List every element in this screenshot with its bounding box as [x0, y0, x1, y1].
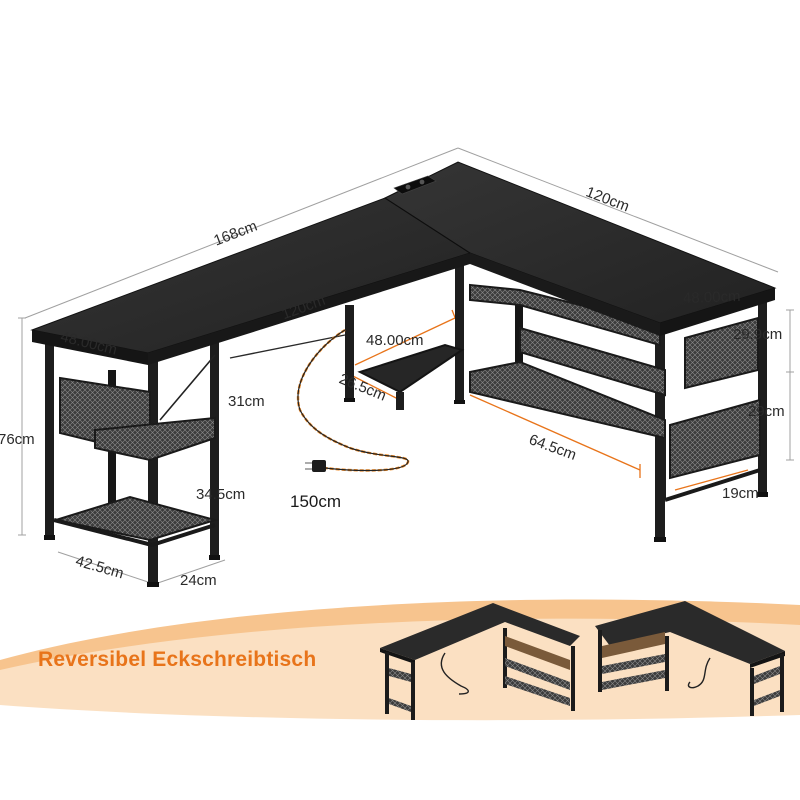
- desk-top: [30, 161, 777, 365]
- right-bottom-shelf: [469, 360, 666, 440]
- power-cable: [297, 328, 410, 472]
- dim-height: 76cm: [0, 431, 35, 448]
- right-upper-shelf: [469, 283, 661, 347]
- dim-left-gap-upper: 31cm: [228, 393, 265, 410]
- dim-cable-length: 150cm: [290, 492, 342, 511]
- dim-right-shelf-depth: 19cm: [722, 485, 759, 502]
- right-frame: [469, 283, 767, 540]
- left-frame: [45, 340, 219, 585]
- right-side-lower-shelf: [669, 398, 761, 480]
- banner-title: Reversibel Eckschreibtisch: [38, 648, 317, 671]
- dim-left-gap-lower: 34.5cm: [196, 486, 246, 503]
- cpu-stand: [357, 343, 465, 394]
- thumbnail-right-orientation: [595, 601, 785, 716]
- feet: [44, 398, 768, 587]
- power-socket-icon: [393, 175, 437, 195]
- dim-right-depth: 48.00cm: [682, 288, 741, 307]
- dim-inner-depth: 48.00cm: [366, 332, 424, 349]
- dim-left-base-depth: 24cm: [180, 572, 217, 589]
- dimension-lines: [18, 147, 794, 586]
- dim-right-gap-lower: 29cm: [748, 403, 785, 420]
- thumbnail-left-orientation: [380, 603, 580, 720]
- dim-right-gap-upper: 29.9cm: [733, 326, 783, 343]
- left-mid-shelf: [94, 416, 216, 462]
- right-middle-shelf: [519, 326, 666, 397]
- left-bottom-shelf: [52, 495, 219, 542]
- power-plug-icon: [305, 460, 326, 472]
- center-frame: [229, 258, 465, 410]
- right-mesh-basket: [684, 316, 759, 390]
